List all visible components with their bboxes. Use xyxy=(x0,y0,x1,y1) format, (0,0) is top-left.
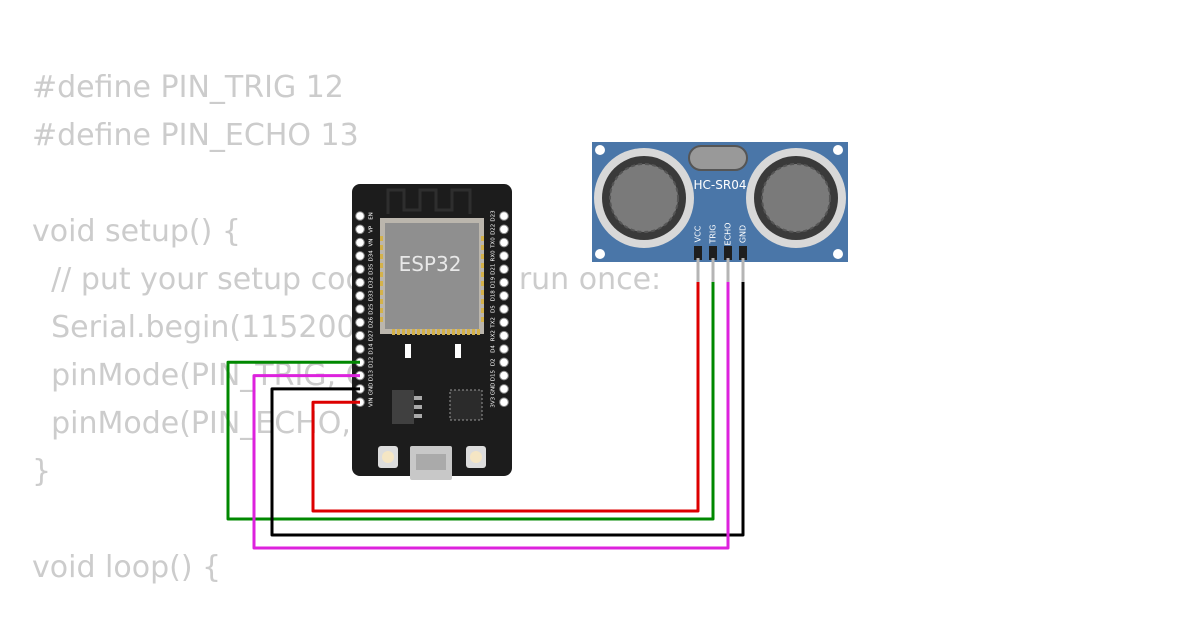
esp32-pin-label: D15 xyxy=(491,369,497,381)
esp32-pin-label: D35 xyxy=(369,263,375,275)
sensor-pin-gnd[interactable] xyxy=(741,258,745,282)
code-line: #define PIN_ECHO 13 xyxy=(32,118,359,153)
sensor-label: HC-SR04 xyxy=(694,178,747,192)
esp32-pin-d35[interactable] xyxy=(355,264,365,275)
esp32-pin-label: D25 xyxy=(369,303,375,315)
esp32-pin-rx2[interactable] xyxy=(499,330,509,341)
esp32-pin-d15[interactable] xyxy=(499,370,509,381)
esp32-pin-d27[interactable] xyxy=(355,330,365,341)
mounting-hole xyxy=(833,145,843,155)
code-line: void loop() { xyxy=(32,550,222,585)
usb-uart-chip xyxy=(449,389,483,421)
sensor-pin-label: TRIG xyxy=(709,224,718,244)
esp32-pin-vp[interactable] xyxy=(355,224,365,235)
esp32-pin-label: 3V3 xyxy=(491,396,497,407)
esp32-pin-label: D27 xyxy=(369,330,375,342)
esp32-pin-d26[interactable] xyxy=(355,317,365,328)
esp32-pin-gnd[interactable] xyxy=(499,384,509,394)
esp32-pin-en[interactable] xyxy=(355,211,365,221)
esp32-pin-label: D14 xyxy=(369,343,375,355)
code-line: } xyxy=(32,454,52,489)
esp32-pin-label: D4 xyxy=(491,345,497,353)
esp32-pin-label: VN xyxy=(369,239,375,247)
esp32-pin-d32[interactable] xyxy=(355,277,365,288)
esp32-pin-d22[interactable] xyxy=(499,224,509,235)
esp32-pin-d14[interactable] xyxy=(355,344,365,354)
code-line: Serial.begin(115200); xyxy=(32,310,378,345)
esp32-pin-rx0[interactable] xyxy=(499,251,509,261)
esp32-pin-label: GND xyxy=(369,383,375,396)
esp32-pin-label: TX2 xyxy=(491,317,497,329)
code-line: void setup() { xyxy=(32,214,241,249)
esp32-pin-label: D12 xyxy=(369,357,375,368)
mounting-hole xyxy=(595,145,605,155)
esp32-pin-d18[interactable] xyxy=(499,291,509,301)
esp32-board[interactable]: ESP32 ENVPVND34D35D32D33D25D26D27D14D12D… xyxy=(352,184,512,480)
esp32-left-pin-header: EN VP VN D34D35D32D33D25D26D27D14D12D13GNDV… xyxy=(355,211,375,408)
esp32-pin-tx0[interactable] xyxy=(499,237,509,248)
sensor-pin-trig[interactable] xyxy=(711,258,715,282)
hc-sr04-sensor[interactable]: HC-SR04 VCC TRIG ECHO GND xyxy=(592,142,848,282)
module-pads xyxy=(380,236,484,335)
esp32-pin-label: VIN xyxy=(369,397,375,407)
esp32-module-chip xyxy=(385,223,479,329)
esp32-pin-label: D13 xyxy=(369,369,375,381)
esp32-pin-label: D19 xyxy=(491,276,497,288)
esp32-pin-label: D32 xyxy=(369,277,375,288)
receiver-transducer xyxy=(746,148,846,248)
transmitter-transducer xyxy=(594,148,694,248)
wire-d12-to-trig[interactable] xyxy=(226,282,715,521)
esp32-pin-d21[interactable] xyxy=(499,264,509,275)
esp32-pin-d2[interactable] xyxy=(499,357,509,368)
mounting-hole xyxy=(595,249,605,259)
esp32-pin-d23[interactable] xyxy=(499,211,509,221)
esp32-pin-d19[interactable] xyxy=(499,277,509,288)
esp32-pin-label: D34 xyxy=(369,250,375,262)
esp32-pin-label: D22 xyxy=(491,224,497,235)
led-indicator xyxy=(405,344,411,358)
code-line: #define PIN_TRIG 12 xyxy=(32,70,344,105)
esp32-pin-vn[interactable] xyxy=(355,237,365,248)
sensor-pin-vcc[interactable] xyxy=(696,258,700,282)
esp32-pin-label: RX0 xyxy=(491,250,497,262)
sensor-pin-label: VCC xyxy=(694,225,703,242)
esp32-pin-d25[interactable] xyxy=(355,304,365,314)
esp32-right-pin-header: D23D22TX0RX0D21D19D18D5TX2RX2D4D2D15GND3… xyxy=(491,210,509,408)
esp32-pin-label: D5 xyxy=(491,305,497,313)
esp32-pin-d5[interactable] xyxy=(499,304,509,314)
esp32-pin-label: D21 xyxy=(491,264,497,275)
esp32-pin-label: RX2 xyxy=(491,330,497,341)
esp32-pin-label: D26 xyxy=(369,316,375,328)
sensor-pin-label: GND xyxy=(739,225,748,243)
led-indicator xyxy=(455,344,461,358)
esp32-pin-d34[interactable] xyxy=(355,251,365,261)
esp32-pin-label: TX0 xyxy=(491,237,497,249)
esp32-pin-label: VP xyxy=(369,225,375,233)
esp32-pin-label: D18 xyxy=(491,290,497,302)
voltage-regulator xyxy=(392,390,414,424)
sensor-pin-label: ECHO xyxy=(724,223,733,246)
crystal-oscillator xyxy=(688,145,748,171)
wire-gnd-to-gnd[interactable] xyxy=(270,282,745,537)
antenna-trace xyxy=(386,188,472,214)
esp32-chip-label: ESP32 xyxy=(399,252,462,276)
wires xyxy=(226,282,745,550)
esp32-pin-label: D33 xyxy=(369,290,375,302)
esp32-pin-label: GND xyxy=(491,383,497,396)
wire-vin-to-vcc[interactable] xyxy=(311,282,700,513)
wire-d13-to-echo[interactable] xyxy=(252,282,730,550)
esp32-pin-label: EN xyxy=(369,212,375,220)
esp32-pin-d4[interactable] xyxy=(499,344,509,354)
mounting-hole xyxy=(833,249,843,259)
esp32-pin-label: D23 xyxy=(491,210,497,222)
esp32-pin-d33[interactable] xyxy=(355,291,365,301)
esp32-pin-label: D2 xyxy=(491,358,497,366)
esp32-pin-tx2[interactable] xyxy=(499,317,509,328)
sensor-pin-header: VCC TRIG ECHO GND xyxy=(694,223,748,282)
sensor-pin-echo[interactable] xyxy=(726,258,730,282)
esp32-pin-3v3[interactable] xyxy=(499,397,509,408)
